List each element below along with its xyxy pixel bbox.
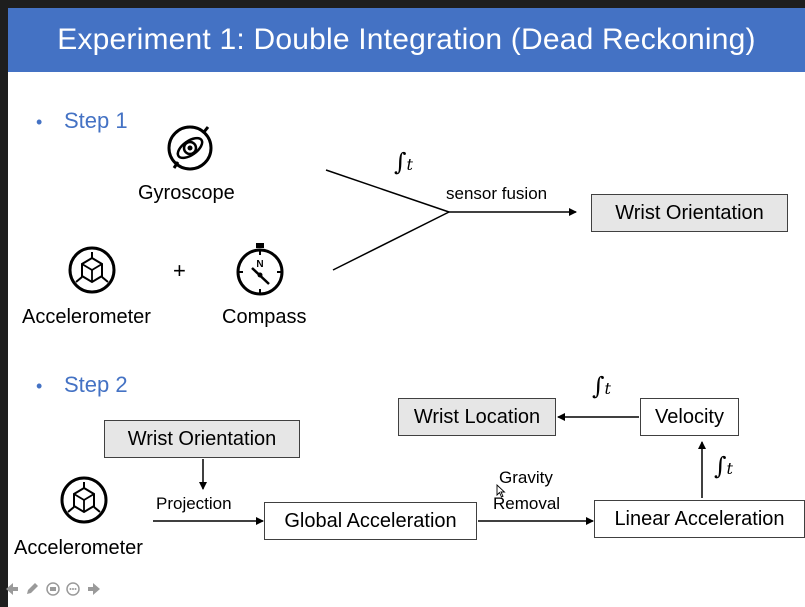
integral-subscript: t (726, 459, 733, 478)
compass-label: Compass (222, 306, 307, 328)
accelerometer-icon (68, 246, 116, 294)
presentation-controls (4, 580, 102, 598)
bullet: • (36, 112, 43, 132)
pen-icon[interactable] (24, 581, 40, 597)
gravity-label: Gravity (499, 468, 553, 487)
sensor-fusion-label: sensor fusion (446, 184, 548, 203)
step1-label: Step 1 (64, 108, 128, 133)
slides-icon[interactable] (45, 581, 61, 597)
integral-subscript: t (406, 155, 413, 174)
wrist-orientation-box: Wrist Orientation (104, 420, 300, 458)
more-icon[interactable] (65, 581, 81, 597)
gyroscope-label: Gyroscope (138, 182, 235, 204)
step2-label: Step 2 (64, 372, 128, 397)
projection-label: Projection (156, 494, 232, 513)
gyroscope-icon (167, 125, 213, 171)
step1-heading: • Step 1 (36, 108, 128, 134)
plus-sign: + (173, 258, 186, 283)
slide-title: Experiment 1: Double Integration (Dead R… (57, 23, 756, 56)
integral-symbol: ∫ (592, 372, 605, 400)
integral-sign: ∫t (394, 148, 413, 176)
accelerometer-label: Accelerometer (22, 306, 151, 328)
title-bar: Experiment 1: Double Integration (Dead R… (8, 8, 805, 72)
integral-subscript: t (604, 379, 611, 398)
integral-symbol: ∫ (714, 452, 727, 480)
compass-icon: N (236, 243, 284, 296)
step2-heading: • Step 2 (36, 372, 128, 398)
removal-label: Removal (493, 494, 561, 513)
arrow-left-icon[interactable] (4, 581, 20, 597)
velocity-box: Velocity (640, 398, 739, 436)
global-acceleration-box: Global Acceleration (264, 502, 477, 540)
mouse-cursor-icon (496, 484, 506, 498)
linear-acceleration-box: Linear Acceleration (594, 500, 805, 538)
slide: Experiment 1: Double Integration (Dead R… (8, 8, 805, 607)
integral-sign: ∫t (714, 452, 733, 480)
integral-sign: ∫t (592, 372, 611, 400)
bullet: • (36, 376, 43, 396)
accelerometer-label: Accelerometer (14, 537, 143, 559)
accelerometer-icon (60, 476, 108, 524)
step1-fusion-lines (153, 169, 706, 525)
integral-symbol: ∫ (394, 148, 407, 176)
compass-letter: N (256, 259, 263, 270)
wrist-location-box: Wrist Location (398, 398, 556, 436)
arrow-right-icon[interactable] (86, 581, 102, 597)
wrist-orientation-output: Wrist Orientation (591, 194, 788, 232)
